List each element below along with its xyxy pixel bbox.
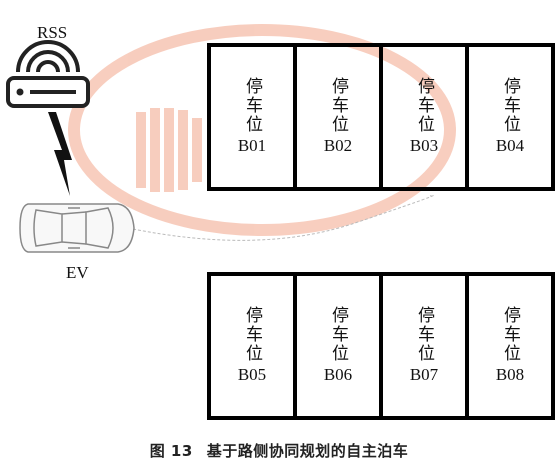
parking-space-text: 停车位 <box>242 305 262 363</box>
parking-space-code: B07 <box>409 364 439 384</box>
parking-space-text: 停车位 <box>414 305 434 363</box>
parking-space-b01: 停车位 B01 <box>209 45 295 189</box>
figure-title: 基于路侧协同规划的自主泊车 <box>206 442 409 460</box>
parking-space-text: 停车位 <box>500 305 520 363</box>
ev-label: EV <box>66 263 89 282</box>
figure-caption: 图 13 基于路侧协同规划的自主泊车 <box>0 440 558 461</box>
parking-space-text: 停车位 <box>328 76 348 134</box>
watermark <box>68 24 456 236</box>
parking-space-code: B06 <box>323 364 353 384</box>
parking-space-text: 停车位 <box>328 305 348 363</box>
parking-space-code: B04 <box>495 135 525 155</box>
parking-space-b03: 停车位 B03 <box>381 45 467 189</box>
car-icon <box>19 203 135 253</box>
parking-space-b02: 停车位 B02 <box>295 45 381 189</box>
parking-space-b07: 停车位 B07 <box>381 274 467 418</box>
parking-space-b04: 停车位 B04 <box>467 45 553 189</box>
planned-path <box>127 194 434 241</box>
parking-space-code: B01 <box>237 135 267 155</box>
router-icon <box>6 40 90 108</box>
parking-space-code: B08 <box>495 364 525 384</box>
figure-number: 图 13 <box>149 442 193 460</box>
parking-lot-outline <box>207 43 555 420</box>
parking-space-code: B03 <box>409 135 439 155</box>
parking-space-b06: 停车位 B06 <box>295 274 381 418</box>
parking-space-code: B02 <box>323 135 353 155</box>
parking-space-text: 停车位 <box>414 76 434 134</box>
parking-space-b05: 停车位 B05 <box>209 274 295 418</box>
parking-space-code: B05 <box>237 364 267 384</box>
parking-space-text: 停车位 <box>500 76 520 134</box>
wireless-signal-icon <box>48 112 72 196</box>
parking-space-text: 停车位 <box>242 76 262 134</box>
rss-label: RSS <box>37 23 68 42</box>
parking-space-b08: 停车位 B08 <box>467 274 553 418</box>
watermark-text-cs <box>136 108 202 192</box>
